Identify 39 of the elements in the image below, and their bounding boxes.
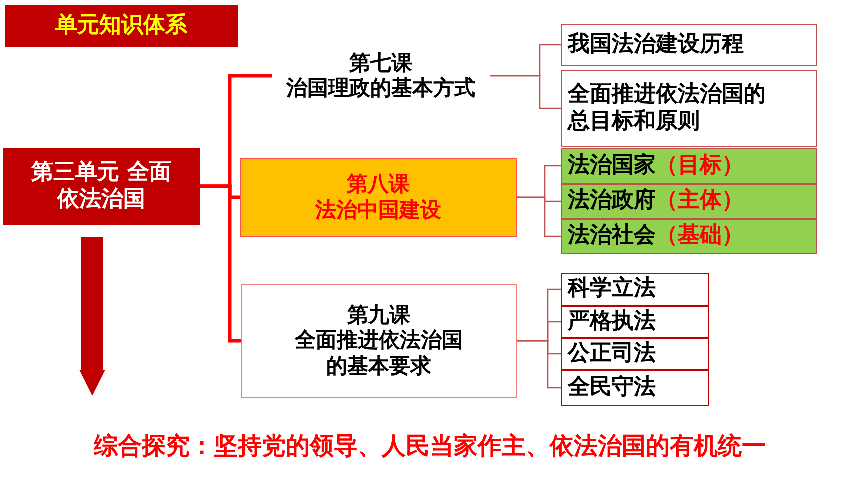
conclusion-text: 综合探究：坚持党的领导、人民当家作主、依法治国的有机统一 <box>94 432 766 460</box>
lesson-number: 第八课 <box>347 172 410 198</box>
block-arrow <box>80 237 106 396</box>
box-text: 第三单元 全面依法治国 <box>30 160 172 213</box>
bracket-connector <box>517 340 561 389</box>
box-text: 科学立法 <box>568 276 656 303</box>
box-text: 严格执法 <box>568 308 656 336</box>
box-text: 全民守法 <box>568 374 656 402</box>
topic-box <box>561 338 709 370</box>
topic-box <box>561 273 709 306</box>
box-text: 单元知识体系 <box>56 12 188 40</box>
lesson-box <box>241 284 517 398</box>
box-text: 我国法治建设历程 <box>568 32 744 58</box>
box-text: 全面推进依法治国的总目标和原则 <box>568 82 766 135</box>
lesson-number: 第九课 <box>348 303 410 328</box>
bracket-connector <box>490 75 561 110</box>
topic-box <box>561 370 709 406</box>
role-text: （基础） <box>656 223 744 250</box>
lesson-title: 全面推进依法治国的基本要求 <box>294 328 464 379</box>
topic-text: 法治政府 <box>568 188 656 215</box>
lesson-title: 法治中国建设 <box>316 198 442 223</box>
unit-box <box>3 148 200 225</box>
topic-text: 法治国家 <box>568 152 656 180</box>
topic-box <box>561 70 817 147</box>
role-text: （目标） <box>656 152 744 180</box>
bracket-connector <box>517 196 561 238</box>
topic-box <box>561 24 817 66</box>
topic-box <box>561 184 817 219</box>
box-text: 公正司法 <box>568 340 656 368</box>
role-text: （主体） <box>656 188 744 215</box>
lesson-title: 治国理政的基本方式 <box>286 76 476 102</box>
topic-box <box>561 219 817 254</box>
bracket-connector <box>200 184 241 343</box>
lesson-box <box>240 158 517 237</box>
topic-box <box>561 306 709 338</box>
lesson-number: 第七课 <box>350 50 412 76</box>
topic-text: 法治社会 <box>568 223 656 250</box>
heading-banner <box>5 5 238 47</box>
topic-box <box>561 148 817 184</box>
